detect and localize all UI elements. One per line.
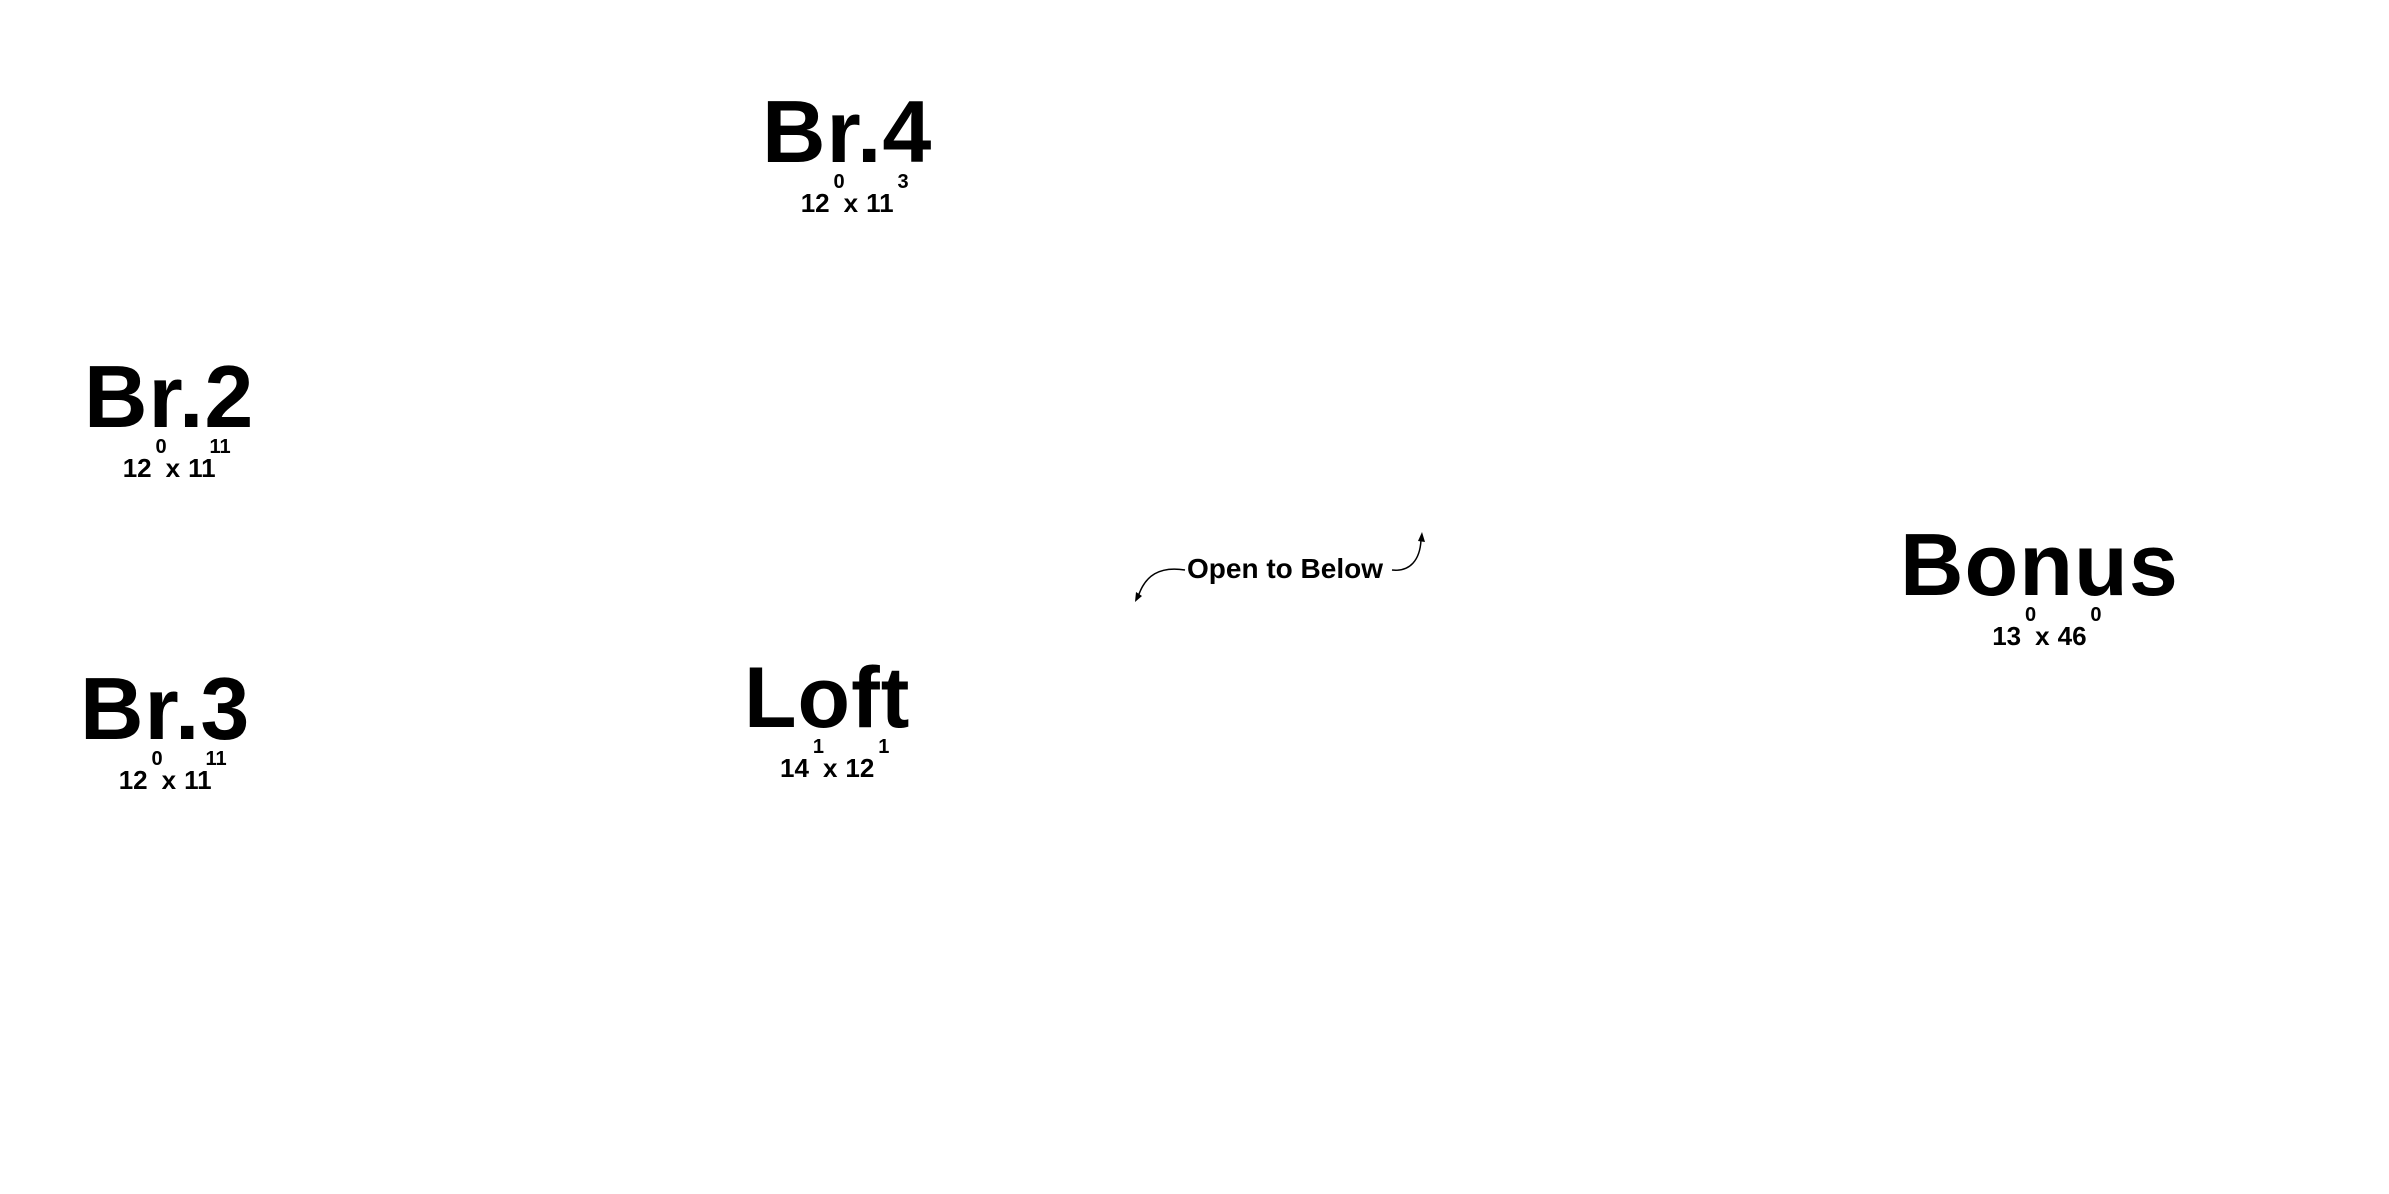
dimension-feet: 11 bbox=[188, 453, 216, 483]
arrowhead-right bbox=[1418, 532, 1425, 542]
dimension-inches: 1 bbox=[878, 736, 890, 758]
dimension-feet: 12 bbox=[118, 765, 148, 795]
dimension-feet: 11 bbox=[866, 188, 894, 218]
leader-arrow-left bbox=[1137, 568, 1186, 598]
dimension-feet: 12 bbox=[800, 188, 830, 218]
dimension-separator: x bbox=[822, 753, 838, 783]
arrowhead-left bbox=[1135, 592, 1142, 602]
dimension-feet: 12 bbox=[845, 753, 875, 783]
dimension-inches: 11 bbox=[205, 748, 227, 770]
room-name: Bonus bbox=[1900, 515, 2179, 614]
dimension-feet: 14 bbox=[780, 753, 809, 783]
open-to-below-arrows bbox=[1135, 532, 1425, 602]
dimension-inches: 0 bbox=[151, 748, 163, 770]
dimension-inches: 3 bbox=[897, 171, 909, 193]
room-name: Br.3 bbox=[80, 659, 251, 758]
room-name: Loft bbox=[744, 650, 911, 746]
room-name: Br.2 bbox=[84, 347, 255, 446]
dimension-inches: 0 bbox=[2090, 604, 2102, 626]
dimension-separator: x bbox=[2035, 621, 2050, 651]
dimension-inches: 0 bbox=[833, 171, 845, 193]
dimension-inches: 0 bbox=[155, 436, 167, 458]
dimension-feet: 13 bbox=[1992, 621, 2022, 651]
dimension-feet: 11 bbox=[184, 765, 212, 795]
dimension-separator: x bbox=[843, 188, 859, 218]
leader-arrow-right bbox=[1391, 539, 1422, 571]
dimension-feet: 12 bbox=[122, 453, 152, 483]
dimension-inches: 0 bbox=[2025, 604, 2037, 626]
room-name: Br.4 bbox=[762, 82, 933, 181]
dimension-separator: x bbox=[165, 453, 181, 483]
dimension-feet: 46 bbox=[2057, 621, 2087, 651]
dimension-inches: 1 bbox=[812, 736, 824, 758]
open-to-below-label: Open to Below bbox=[1187, 553, 1383, 584]
dimension-inches: 11 bbox=[209, 436, 231, 458]
dimension-separator: x bbox=[161, 765, 177, 795]
